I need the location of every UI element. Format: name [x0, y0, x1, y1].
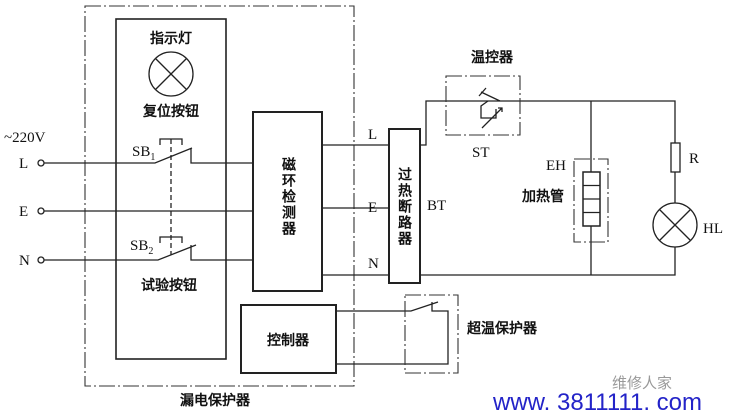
sb2-switch: [44, 244, 253, 261]
reset-button-label: 复位按钮: [142, 103, 199, 120]
terminal-l-label: L: [19, 156, 28, 172]
lle-lines: [322, 144, 389, 276]
over-temp-protector-boundary: [404, 294, 459, 374]
sb2-label: SB2: [130, 238, 153, 257]
controller-label: 控制器: [267, 332, 310, 349]
live-line: [420, 100, 676, 146]
thermostat-boundary: [445, 75, 521, 136]
terminal-e-label: E: [19, 204, 28, 220]
resistor-icon: [670, 142, 681, 173]
controller-box: [240, 304, 337, 374]
line-n-label: N: [368, 256, 379, 272]
thermostat-code: ST: [472, 145, 490, 161]
lamp-code: HL: [703, 221, 723, 237]
thermal-breaker-label: 过热断路器: [396, 166, 413, 247]
thermostat-label: 温控器: [471, 49, 514, 66]
terminal-l: [37, 159, 45, 167]
lamp-icon: [652, 202, 698, 248]
over-temp-protector-label: 超温保护器: [466, 320, 538, 337]
watermark-url: www. 3811111. com: [492, 389, 702, 415]
thermal-breaker-code: BT: [427, 198, 446, 214]
watermark-brand: 维修人家: [612, 374, 672, 392]
supply-voltage: ~220V: [4, 130, 46, 146]
heater-boundary: [573, 158, 609, 243]
heater-label: 加热管: [521, 188, 564, 205]
sb2-button-cap: [159, 236, 183, 243]
heater-tube-icon: [582, 171, 601, 227]
detector-label: 磁环检测器: [280, 156, 297, 237]
line-e-label: E: [368, 200, 377, 216]
indicator-lamp-icon: [148, 51, 194, 97]
line-l-label: L: [368, 127, 377, 143]
leakage-protector-label: 漏电保护器: [180, 392, 251, 409]
terminal-n: [37, 256, 45, 264]
terminal-n-label: N: [19, 253, 30, 269]
magnetic-ring-detector: [252, 111, 323, 292]
neutral-line: [420, 172, 676, 276]
thermal-breaker-box: [388, 128, 421, 284]
heater-code: EH: [546, 158, 566, 174]
terminal-e: [37, 207, 45, 215]
over-temp-protector-switch: [336, 301, 449, 365]
resistor-code: R: [689, 151, 699, 167]
thermostat-switch-icon: [478, 87, 503, 129]
sb1-switch: [44, 147, 253, 164]
test-button-label: 试验按钮: [141, 277, 197, 294]
leakage-protector-boundary: [84, 5, 355, 387]
sb1-label: SB1: [132, 144, 155, 163]
indicator-label: 指示灯: [150, 30, 192, 47]
button-panel-box: [115, 18, 227, 360]
